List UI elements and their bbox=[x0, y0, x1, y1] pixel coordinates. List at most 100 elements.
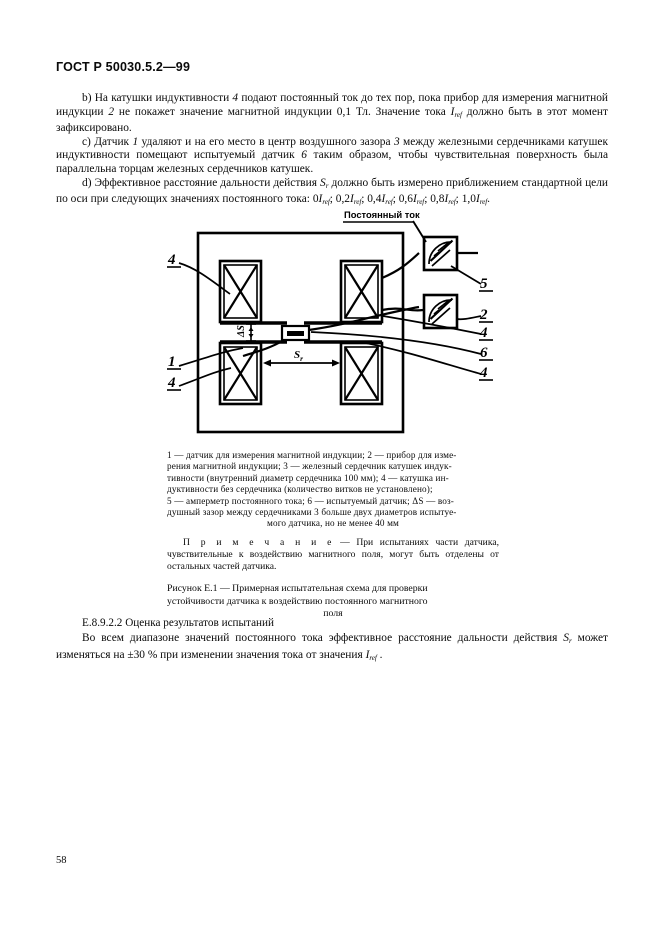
legend-line-5: 5 — амперметр постоянного тока; 6 — испы… bbox=[167, 495, 455, 506]
current-value-sep-1: ; bbox=[361, 193, 368, 206]
section-text-3: . bbox=[376, 648, 383, 661]
current-value-sep-4: ; bbox=[455, 193, 462, 206]
para-b-text2: подают постоянный ток до тех пор, пока п… bbox=[56, 92, 608, 118]
paragraph-b: b) На катушки индуктивности 4 подают пос… bbox=[56, 92, 608, 136]
current-value-4: 0,8 bbox=[430, 193, 445, 206]
current-value-sub-3: ref bbox=[416, 198, 425, 207]
symbol-current-subscript: ref bbox=[454, 110, 462, 119]
symbol-range-subscript: r bbox=[325, 181, 329, 190]
para-d-text1: d) Эффективное расстояние дальности дейс… bbox=[82, 176, 321, 189]
instrument-ammeter bbox=[422, 235, 478, 272]
figure-legend: 1 — датчик для измерения магнитной индук… bbox=[167, 450, 499, 530]
callout-left-2: 4 bbox=[167, 375, 176, 391]
current-value-1: 0,2 bbox=[335, 193, 350, 206]
callout-left-0: 4 bbox=[167, 252, 176, 268]
current-value-symbol-2: I bbox=[381, 193, 386, 206]
para-c-text4: таким образом, чтобы чувствительная пове… bbox=[56, 149, 609, 175]
current-value-symbol-4: I bbox=[444, 193, 449, 206]
para-c-text3: между железными сердечниками катушек инд… bbox=[56, 135, 608, 162]
para-b-text1: b) На катушки индуктивности bbox=[82, 92, 233, 104]
body-text: b) На катушки индуктивности 4 подают пос… bbox=[56, 92, 608, 210]
gap-label: ΔS bbox=[236, 325, 247, 338]
callout-right-2: 4 bbox=[479, 325, 488, 341]
current-value-sub-5: ref bbox=[479, 198, 488, 207]
callout-right-1: 2 bbox=[479, 307, 488, 323]
para-c-ref-3: 3 bbox=[393, 135, 400, 148]
current-value-sep-2: ; bbox=[392, 193, 399, 206]
callout-labels-right: 5 2 4 6 4 bbox=[478, 276, 493, 381]
para-c-ref-1: 1 bbox=[132, 135, 139, 148]
current-value-symbol-3: I bbox=[412, 193, 417, 206]
wiring bbox=[242, 252, 423, 358]
current-value-list: 0Iref; 0,2Iref; 0,4Iref; 0,6Iref; 0,8Ire… bbox=[312, 193, 491, 207]
callout-right-3: 6 bbox=[480, 345, 488, 361]
paragraph-d: d) Эффективное расстояние дальности дейс… bbox=[56, 177, 608, 210]
current-value-symbol-0: I bbox=[318, 193, 323, 206]
para-b-text4: должно быть в этот момент зафиксировано. bbox=[56, 105, 608, 135]
section-body: Во всем диапазоне значений постоянного т… bbox=[56, 632, 608, 666]
current-value-5: 1,0 bbox=[461, 193, 476, 206]
current-value-symbol-1: I bbox=[350, 193, 354, 206]
current-value-sub-4: ref bbox=[448, 198, 456, 207]
legend-line-1: 1 — датчик для измерения магнитной индук… bbox=[167, 450, 457, 460]
distance-label: Sr bbox=[294, 349, 303, 363]
paragraph-c: c) Датчик 1 удаляют и на его место в цен… bbox=[56, 136, 608, 177]
section-symbol-range: S bbox=[563, 632, 569, 644]
legend-line-6: душный зазор между сердечниками 3 больше… bbox=[167, 507, 457, 518]
symbol-range: S bbox=[320, 176, 326, 189]
test-circuit-diagram: ΔS Sr bbox=[166, 209, 493, 434]
callout-labels-left: 4 1 4 bbox=[166, 252, 181, 391]
standard-header: ГОСТ Р 50030.5.2—99 bbox=[56, 60, 191, 74]
figure-note: П р и м е ч а н и е — При испытаниях час… bbox=[167, 537, 499, 574]
coil-bottom-left bbox=[218, 341, 262, 406]
caption-line-1: Рисунок Е.1 — Примерная испытательная сх… bbox=[167, 583, 428, 594]
para-b-ref-4: 4 bbox=[232, 92, 239, 104]
callout-leaders-right bbox=[310, 265, 481, 375]
coil-bottom-right bbox=[339, 341, 383, 406]
gap-dimension bbox=[245, 323, 256, 342]
legend-line-7: мого датчика, но не менее 40 мм bbox=[266, 518, 400, 529]
section-heading: E.8.9.2.2 Оценка результатов испытаний bbox=[82, 617, 275, 629]
legend-line-4: дуктивности без сердечника (количество в… bbox=[167, 484, 433, 495]
coil-top-right bbox=[339, 259, 383, 324]
current-value-0: 0 bbox=[312, 193, 319, 206]
supply-label: Постоянный ток bbox=[344, 209, 420, 220]
callout-right-4: 4 bbox=[479, 365, 488, 381]
legend-line-2: рения магнитной индукции; 3 — железный с… bbox=[167, 461, 452, 472]
para-c-text2: удаляют и на его место в центр воздушног… bbox=[138, 135, 394, 148]
distance-dimension bbox=[262, 359, 340, 367]
instrument-gaussmeter bbox=[422, 293, 458, 330]
caption-line-3: поля bbox=[323, 608, 343, 620]
current-value-sub-0: ref bbox=[322, 198, 330, 207]
para-c-text1: c) Датчик bbox=[82, 135, 133, 148]
section-text-1: Во всем диапазоне значений постоянного т… bbox=[82, 632, 564, 644]
para-b-text3: не покажет значение магнитной индукции 0… bbox=[114, 105, 451, 118]
section-text-2: может изменяться на ±30 % при изменении … bbox=[56, 632, 608, 661]
para-c-ref-6: 6 bbox=[301, 149, 307, 162]
caption-line-2: устойчивости датчика к воздействию посто… bbox=[167, 595, 428, 607]
page-number: 58 bbox=[56, 855, 67, 866]
current-value-sep-5: . bbox=[487, 193, 491, 206]
current-value-symbol-5: I bbox=[475, 193, 480, 206]
para-b-ref-2: 2 bbox=[108, 105, 115, 118]
current-value-sub-2: ref bbox=[385, 198, 393, 207]
legend-line-3: тивности (внутренний диаметр сердечника … bbox=[167, 472, 449, 483]
supply-leader bbox=[411, 220, 427, 243]
section-symbol-current-sub: ref bbox=[369, 653, 377, 662]
callout-left-1: 1 bbox=[168, 354, 176, 370]
current-value-sub-1: ref bbox=[353, 198, 362, 207]
note-label: П р и м е ч а н и е bbox=[183, 537, 334, 548]
current-value-2: 0,4 bbox=[367, 193, 382, 206]
para-d-text2: должно быть измерено приближением станда… bbox=[56, 176, 609, 206]
current-value-sep-0: ; bbox=[329, 193, 336, 206]
callout-leaders-left bbox=[178, 262, 243, 387]
note-text: При испытаниях части датчика, чувствител… bbox=[167, 537, 499, 573]
figure-caption: Рисунок Е.1 — Примерная испытательная сх… bbox=[167, 583, 499, 621]
current-value-sep-3: ; bbox=[424, 193, 431, 206]
section-paragraph: Во всем диапазоне значений постоянного т… bbox=[56, 632, 608, 666]
enclosure-outline bbox=[196, 231, 404, 434]
callout-right-0: 5 bbox=[480, 276, 488, 292]
note-dash: — bbox=[333, 537, 357, 548]
current-value-3: 0,6 bbox=[398, 193, 413, 206]
